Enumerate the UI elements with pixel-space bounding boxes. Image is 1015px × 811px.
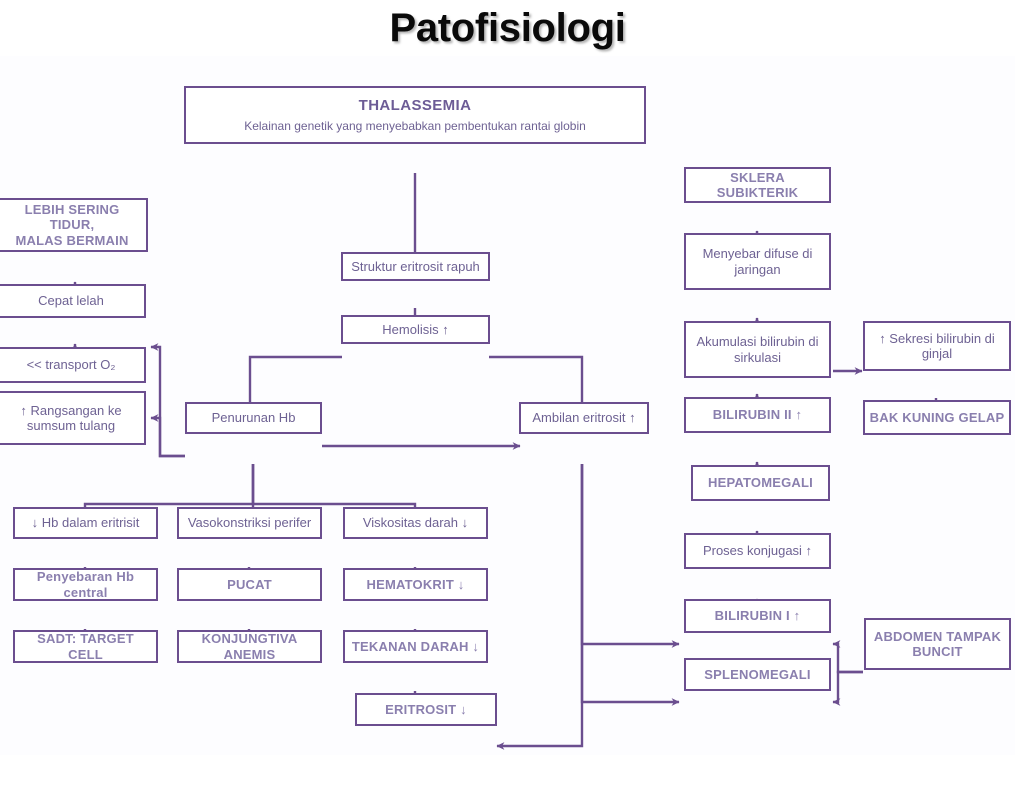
node-bilirubin-1[interactable]: BILIRUBIN I ↑ xyxy=(684,599,831,633)
node-abdomen-line2: BUNCIT xyxy=(912,644,963,659)
node-abdomen-tampak-buncit[interactable]: ABDOMEN TAMPAK BUNCIT xyxy=(864,618,1011,670)
node-sekresi-line1: ↑ Sekresi bilirubin di xyxy=(879,330,995,346)
node-akumulasi-line1: Akumulasi bilirubin di xyxy=(696,334,819,350)
node-sekresi-bilirubin-ginjal[interactable]: ↑ Sekresi bilirubin di ginjal xyxy=(863,321,1011,371)
node-thalassemia-subtitle: Kelainan genetik yang menyebabkan pemben… xyxy=(244,118,586,133)
node-lebih-sering-tidur-line1: LEBIH SERING TIDUR, xyxy=(24,202,120,233)
slide-root: Patofisiologi xyxy=(0,5,1015,755)
node-hemolisis[interactable]: Hemolisis ↑ xyxy=(341,315,490,344)
node-sklera-subikterik[interactable]: SKLERA SUBIKTERIK xyxy=(684,167,831,203)
node-tekanan-darah[interactable]: TEKANAN DARAH ↓ xyxy=(343,630,488,663)
node-akumulasi-bilirubin[interactable]: Akumulasi bilirubin di sirkulasi xyxy=(684,321,831,378)
node-splenomegali[interactable]: SPLENOMEGALI xyxy=(684,658,831,691)
diagram-canvas: THALASSEMIA Kelainan genetik yang menyeb… xyxy=(0,56,1015,755)
node-hb-dalam-eritrisit[interactable]: ↓ Hb dalam eritrisit xyxy=(13,507,158,539)
node-rangsangan-sumsum-tulang[interactable]: ↑ Rangsangan ke sumsum tulang xyxy=(0,391,146,445)
node-hepatomegali[interactable]: HEPATOMEGALI xyxy=(691,465,830,501)
node-rangsangan-line1: ↑ Rangsangan ke xyxy=(20,402,122,418)
node-thalassemia[interactable]: THALASSEMIA Kelainan genetik yang menyeb… xyxy=(184,86,646,144)
node-cepat-lelah[interactable]: Cepat lelah xyxy=(0,284,146,318)
node-konjungtiva-anemis[interactable]: KONJUNGTIVA ANEMIS xyxy=(177,630,322,663)
node-transport-o2[interactable]: << transport O₂ xyxy=(0,347,146,383)
node-penurunan-hb[interactable]: Penurunan Hb xyxy=(185,402,322,434)
node-ambilan-eritrosit[interactable]: Ambilan eritrosit ↑ xyxy=(519,402,649,434)
node-proses-konjugasi[interactable]: Proses konjugasi ↑ xyxy=(684,533,831,569)
page-title: Patofisiologi xyxy=(389,5,626,50)
node-pucat[interactable]: PUCAT xyxy=(177,568,322,601)
node-sadt-target-cell[interactable]: SADT: TARGET CELL xyxy=(13,630,158,663)
node-menyebar-difuse[interactable]: Menyebar difuse di jaringan xyxy=(684,233,831,290)
node-lebih-sering-tidur[interactable]: LEBIH SERING TIDUR, MALAS BERMAIN xyxy=(0,198,148,252)
node-bilirubin-2[interactable]: BILIRUBIN II ↑ xyxy=(684,397,831,433)
node-rangsangan-line2: sumsum tulang xyxy=(26,418,116,433)
node-sekresi-line2: ginjal xyxy=(921,346,953,361)
node-akumulasi-line2: sirkulasi xyxy=(734,349,781,365)
node-penyebaran-hb-central[interactable]: Penyebaran Hb central xyxy=(13,568,158,601)
node-eritrosit[interactable]: ERITROSIT ↓ xyxy=(355,693,497,726)
node-lebih-sering-tidur-line2: MALAS BERMAIN xyxy=(15,232,129,248)
node-struktur-eritrosit-rapuh[interactable]: Struktur eritrosit rapuh xyxy=(341,252,490,281)
node-vasokonstriksi-perifer[interactable]: Vasokonstriksi perifer xyxy=(177,507,322,539)
node-hematokrit[interactable]: HEMATOKRIT ↓ xyxy=(343,568,488,601)
node-menyebar-line1: Menyebar difuse di xyxy=(702,246,813,262)
node-viskositas-darah[interactable]: Viskositas darah ↓ xyxy=(343,507,488,539)
node-menyebar-line2: jaringan xyxy=(734,261,781,277)
node-bak-kuning-gelap[interactable]: BAK KUNING GELAP xyxy=(863,400,1011,435)
node-abdomen-line1: ABDOMEN TAMPAK xyxy=(873,628,1002,644)
node-thalassemia-title: THALASSEMIA xyxy=(358,97,472,115)
